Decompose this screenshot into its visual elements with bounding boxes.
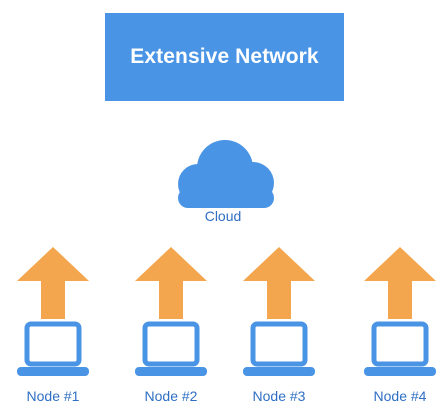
cloud-icon — [178, 140, 274, 208]
laptop-icon — [364, 321, 436, 376]
laptop-icon — [243, 321, 315, 376]
node-label: Node #1 — [26, 388, 80, 404]
cloud-label: Cloud — [204, 208, 242, 224]
laptop-icon — [135, 321, 207, 376]
node-label: Node #2 — [144, 388, 198, 404]
title-box: Extensive Network — [105, 13, 344, 101]
laptop-icon — [17, 321, 89, 376]
up-arrow-icon — [135, 247, 207, 319]
node-4: Node #4 — [364, 247, 436, 415]
up-arrow-icon — [17, 247, 89, 319]
diagram-title: Extensive Network — [130, 45, 319, 68]
node-3: Node #3 — [243, 247, 315, 415]
node-label: Node #4 — [373, 388, 427, 404]
up-arrow-icon — [243, 247, 315, 319]
node-1: Node #1 — [17, 247, 89, 415]
up-arrow-icon — [364, 247, 436, 319]
node-label: Node #3 — [252, 388, 306, 404]
node-2: Node #2 — [135, 247, 207, 415]
